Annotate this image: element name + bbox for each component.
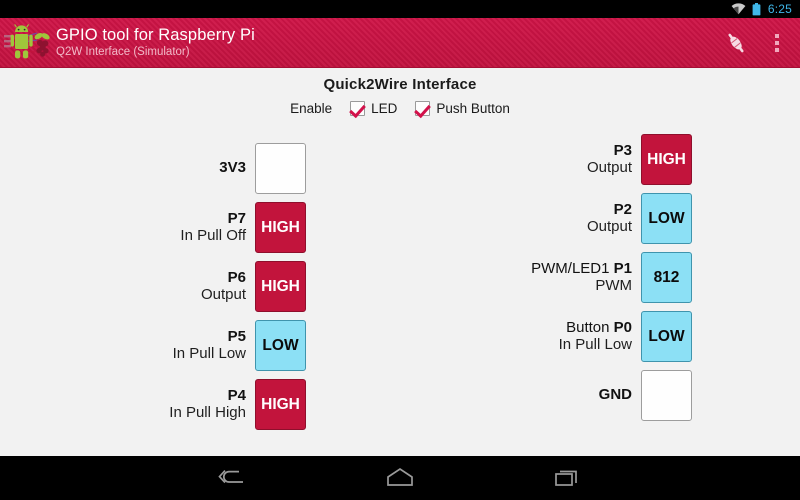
pin-name: PWM/LED1 P1 <box>400 259 632 278</box>
pin-value-gnd[interactable] <box>641 370 692 421</box>
pin-labels: P3 Output <box>400 141 641 177</box>
pin-labels: Button P0 In Pull Low <box>400 318 641 354</box>
checkbox-push-button-box[interactable] <box>415 101 431 116</box>
pin-value-p0[interactable]: LOW <box>641 311 692 362</box>
pin-name: Button P0 <box>400 318 632 337</box>
pin-mode: Output <box>586 158 632 176</box>
pin-row-gnd: GND <box>400 366 800 425</box>
wifi-icon <box>731 3 746 15</box>
pin-row-p1: PWM/LED1 P1 PWM 812 <box>400 248 800 307</box>
pin-name: P2 <box>400 200 632 219</box>
pin-value-p5[interactable]: LOW <box>255 320 306 371</box>
pin-row-p3: P3 Output HIGH <box>400 130 800 189</box>
pin-mode: In Pull High <box>169 403 246 421</box>
action-bar: GPIO tool for Raspberry Pi Q2W Interface… <box>0 18 800 68</box>
pin-id: P1 <box>613 259 632 277</box>
overflow-dot <box>775 40 779 45</box>
pin-id: P3 <box>613 141 632 159</box>
pin-row-p4: P4 In Pull High HIGH <box>0 375 400 434</box>
pin-row-p0: Button P0 In Pull Low LOW <box>400 307 800 366</box>
pin-labels: P5 In Pull Low <box>0 327 255 363</box>
navigation-bar <box>0 456 800 500</box>
pin-row-p7: P7 In Pull Off HIGH <box>0 198 400 257</box>
pin-name: P4 <box>227 386 246 404</box>
pin-mode: In Pull Low <box>172 344 246 362</box>
pin-labels: PWM/LED1 P1 PWM <box>400 259 641 295</box>
pin-name: 3V3 <box>219 159 246 177</box>
main-content: Quick2Wire Interface Enable LED Push But… <box>0 68 800 456</box>
checkbox-led[interactable]: LED <box>350 101 397 116</box>
pin-name: P6 <box>227 268 246 286</box>
pin-columns: 3V3 P7 In Pull Off HIGH P6 Output <box>0 130 800 434</box>
checkbox-led-box[interactable] <box>350 101 366 116</box>
pin-value-p2[interactable]: LOW <box>641 193 692 244</box>
recents-icon[interactable] <box>520 456 616 500</box>
pin-mode: Output <box>200 285 246 303</box>
pin-labels: P4 In Pull High <box>0 386 255 422</box>
pin-prefix: Button <box>566 318 614 336</box>
pin-value-p6[interactable]: HIGH <box>255 261 306 312</box>
pin-row-p2: P2 Output LOW <box>400 189 800 248</box>
pin-mode: Output <box>586 217 632 235</box>
checkbox-push-button[interactable]: Push Button <box>415 101 510 116</box>
app-subtitle: Q2W Interface (Simulator) <box>56 46 190 59</box>
pin-prefix: PWM/LED1 <box>531 259 614 277</box>
pin-mode: In Pull Off <box>180 226 246 244</box>
pin-value-p7[interactable]: HIGH <box>255 202 306 253</box>
status-time: 6:25 <box>767 2 792 16</box>
android-raspberrypi-icon[interactable] <box>4 21 50 65</box>
checkbox-push-button-label: Push Button <box>436 101 510 116</box>
plug-connector-icon[interactable] <box>712 18 760 68</box>
overflow-menu-icon[interactable] <box>760 18 794 68</box>
pin-labels: 3V3 <box>0 159 255 177</box>
pin-labels: P2 Output <box>400 200 641 236</box>
pin-value-p4[interactable]: HIGH <box>255 379 306 430</box>
pin-name: P5 <box>227 327 246 345</box>
app-title: GPIO tool for Raspberry Pi <box>56 25 255 44</box>
pin-mode: PWM <box>595 276 632 294</box>
pin-id: P0 <box>613 318 632 336</box>
pin-value-p1[interactable]: 812 <box>641 252 692 303</box>
pin-mode: In Pull Low <box>558 335 632 353</box>
pin-labels: GND <box>400 386 641 404</box>
action-bar-titles: GPIO tool for Raspberry Pi Q2W Interface… <box>56 25 255 59</box>
pin-column-right: P3 Output HIGH P2 Output LOW PWM/LED1 P1 <box>400 130 800 434</box>
status-bar: 6:25 <box>0 0 800 18</box>
page-title: Quick2Wire Interface <box>323 76 477 93</box>
pin-name: P7 <box>227 209 246 227</box>
pin-value-3v3[interactable] <box>255 143 306 194</box>
overflow-dot <box>775 33 779 38</box>
pin-name: GND <box>598 386 632 404</box>
pin-row-p5: P5 In Pull Low LOW <box>0 316 400 375</box>
pin-labels: P6 Output <box>0 268 255 304</box>
pin-row-p6: P6 Output HIGH <box>0 257 400 316</box>
home-icon[interactable] <box>352 456 448 500</box>
pin-row-3v3: 3V3 <box>0 139 400 198</box>
checkbox-led-label: LED <box>371 101 398 116</box>
pin-id: P2 <box>613 200 632 218</box>
enable-label: Enable <box>290 101 333 116</box>
back-arrow-icon[interactable] <box>184 456 280 500</box>
pin-column-left: 3V3 P7 In Pull Off HIGH P6 Output <box>0 130 400 434</box>
battery-icon <box>752 2 761 16</box>
pin-value-p3[interactable]: HIGH <box>641 134 692 185</box>
overflow-dot <box>775 47 779 52</box>
pin-name: P3 <box>400 141 632 160</box>
enable-row: Enable LED Push Button <box>0 101 800 116</box>
pin-labels: P7 In Pull Off <box>0 209 255 245</box>
